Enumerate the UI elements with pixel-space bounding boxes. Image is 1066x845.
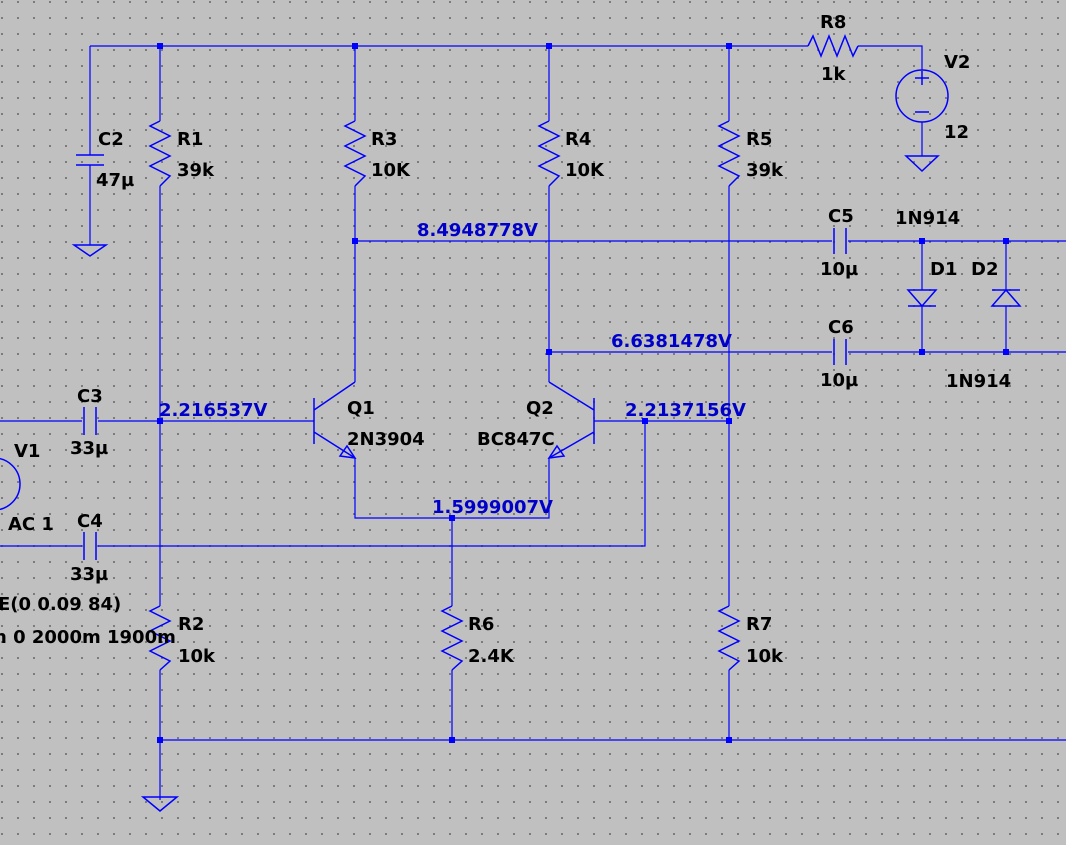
component-name: D1 — [930, 259, 957, 280]
component-value: 1N914 — [895, 208, 960, 229]
voltage-q1-base: 2.216537V — [159, 400, 268, 421]
component-value: 39k — [177, 160, 215, 181]
junction — [919, 238, 925, 244]
component-name: Q1 — [347, 398, 375, 419]
junction — [726, 737, 732, 743]
transistor-q2[interactable]: Q2 BC847C — [477, 381, 595, 459]
junction — [546, 43, 552, 49]
voltage-q1-collector: 8.4948778V — [417, 220, 538, 241]
component-name: C4 — [77, 511, 103, 532]
resistor-r6[interactable]: R6 2.4K — [440, 605, 515, 671]
junction — [157, 43, 163, 49]
diode-d1[interactable]: D1 1N914 — [895, 208, 960, 308]
component-name: C3 — [77, 386, 103, 407]
component-value: 33µ — [70, 438, 108, 459]
component-value: 10K — [371, 160, 411, 181]
capacitor-c5[interactable]: C5 10µ — [820, 206, 858, 280]
component-value: 10k — [178, 646, 216, 667]
capacitor-c4[interactable]: C4 33µ — [70, 511, 108, 585]
resistor-r5[interactable]: R5 39k — [717, 120, 784, 187]
ground-main — [140, 796, 180, 812]
junction — [449, 515, 455, 521]
diode-d2[interactable]: D2 1N914 — [946, 259, 1022, 392]
component-name: R6 — [468, 614, 494, 635]
voltage-source-v2[interactable]: V2 12 — [895, 52, 970, 143]
junction — [157, 418, 163, 424]
source-spec: n 0 2000m 1900m — [0, 627, 176, 648]
component-value: 1N914 — [946, 371, 1011, 392]
ground-c2 — [71, 244, 109, 257]
capacitor-c3[interactable]: C3 33µ — [70, 386, 108, 459]
component-name: R4 — [565, 129, 591, 150]
component-value: 2N3904 — [347, 429, 425, 450]
component-name: C6 — [828, 317, 854, 338]
component-name: R5 — [746, 129, 772, 150]
component-value: 12 — [944, 122, 969, 143]
component-value: 33µ — [70, 564, 108, 585]
resistor-r4[interactable]: R4 10K — [537, 120, 605, 187]
junction — [352, 43, 358, 49]
voltage-q2-collector: 6.6381478V — [611, 331, 732, 352]
component-name: R2 — [178, 614, 204, 635]
junction — [1003, 349, 1009, 355]
source-spec: E(0 0.09 84) — [0, 594, 121, 615]
component-value: 47µ — [96, 170, 134, 191]
component-value: 2.4K — [468, 646, 515, 667]
component-value: 10k — [746, 646, 784, 667]
junction — [546, 349, 552, 355]
junction — [352, 238, 358, 244]
component-name: R8 — [820, 12, 846, 33]
component-name: C2 — [98, 129, 124, 150]
resistor-r8[interactable]: R8 1k — [807, 12, 859, 85]
component-name: V2 — [944, 52, 970, 73]
component-name: R3 — [371, 129, 397, 150]
transistor-q1[interactable]: Q1 2N3904 — [313, 381, 425, 459]
voltage-q2-base: 2.2137156V — [625, 400, 746, 421]
component-value: 1k — [821, 64, 847, 85]
component-name: R7 — [746, 614, 772, 635]
junction — [726, 418, 732, 424]
junction — [726, 43, 732, 49]
junction — [642, 418, 648, 424]
ground-v2 — [904, 155, 940, 173]
junction — [919, 349, 925, 355]
component-value: 10µ — [820, 259, 858, 280]
voltage-emitters: 1.5999007V — [432, 497, 553, 518]
resistor-r7[interactable]: R7 10k — [717, 605, 784, 671]
component-name: R1 — [177, 129, 203, 150]
node-voltage-labels: 8.4948778V 6.6381478V 2.216537V 2.213715… — [159, 220, 746, 518]
component-name: V1 — [14, 441, 40, 462]
wires — [0, 45, 1066, 800]
resistor-r1[interactable]: R1 39k — [148, 120, 215, 187]
component-name: D2 — [971, 259, 998, 280]
junction-dots — [157, 43, 1009, 743]
component-name: Q2 — [526, 398, 554, 419]
capacitor-c6[interactable]: C6 10µ — [820, 317, 858, 391]
capacitor-c2[interactable]: C2 47µ — [76, 129, 134, 191]
resistor-r3[interactable]: R3 10K — [343, 120, 411, 187]
resistor-r2[interactable]: R2 10k — [148, 605, 216, 671]
component-value: 39k — [746, 160, 784, 181]
component-value: 10K — [565, 160, 605, 181]
component-value: 10µ — [820, 370, 858, 391]
junction — [1003, 238, 1009, 244]
component-value: BC847C — [477, 429, 555, 450]
junction — [157, 737, 163, 743]
component-value: AC 1 — [8, 514, 54, 535]
junction — [449, 737, 455, 743]
voltage-source-v1[interactable]: V1 AC 1 E(0 0.09 84) n 0 2000m 1900m — [0, 441, 176, 648]
component-name: C5 — [828, 206, 854, 227]
